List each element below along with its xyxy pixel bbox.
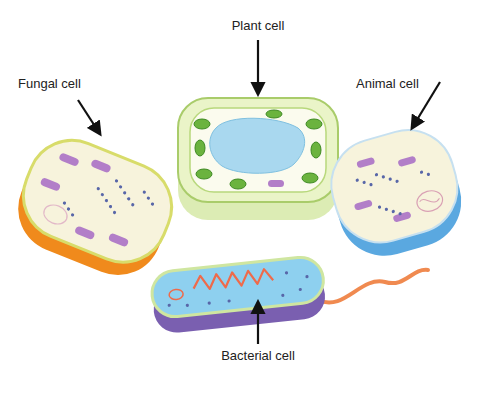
cell-label: Bacterial cell: [221, 348, 295, 364]
cell-label: Fungal cell: [18, 76, 81, 92]
plant-cell-model: [178, 98, 338, 220]
leader-arrows: [78, 40, 440, 344]
cell-label: Animal cell: [356, 76, 419, 92]
bacterial-cell-model: [150, 255, 328, 335]
fungal-cell-model: [5, 127, 185, 288]
cell-label: Plant cell: [232, 18, 285, 34]
animal-cell-model: [320, 119, 472, 267]
